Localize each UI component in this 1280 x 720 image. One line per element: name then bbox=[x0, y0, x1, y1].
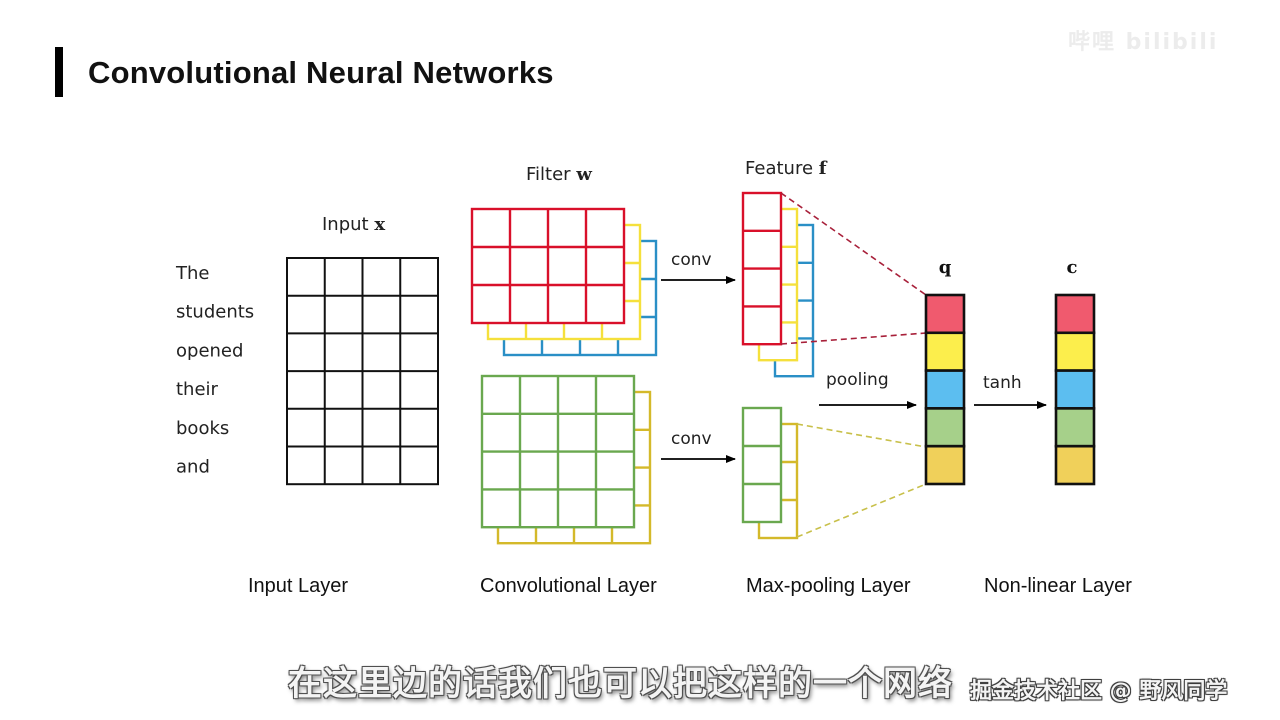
feature-layer-red bbox=[741, 191, 783, 346]
input-word: opened bbox=[176, 340, 243, 361]
input-words: The students opened their books and bbox=[175, 263, 254, 478]
c-cell-red bbox=[1054, 293, 1096, 335]
q-vector bbox=[924, 293, 966, 486]
input-word: books bbox=[176, 418, 229, 439]
conv-label-top: conv bbox=[671, 250, 712, 270]
q-cell-green bbox=[924, 407, 966, 448]
credit-watermark: 掘金技术社区 @ 野风同学 bbox=[970, 679, 1228, 704]
c-cell-blue bbox=[1054, 369, 1096, 410]
input-matrix bbox=[286, 257, 439, 486]
q-cell-red bbox=[924, 293, 966, 335]
c-cell-green bbox=[1054, 407, 1096, 448]
slide-title: Convolutional Neural Networks bbox=[88, 55, 554, 90]
input-label: Input x bbox=[322, 214, 385, 235]
pooling-label: pooling bbox=[826, 370, 889, 390]
c-cell-gold bbox=[1054, 444, 1096, 486]
filter-layer-red bbox=[470, 207, 626, 325]
filter-layer-green bbox=[480, 374, 636, 529]
q-cell-gold bbox=[924, 444, 966, 486]
feature-layer-green-frame bbox=[741, 406, 783, 524]
feature-stack-bottom bbox=[741, 406, 799, 540]
c-cell-yellow bbox=[1054, 331, 1096, 372]
title-accent-bar bbox=[55, 47, 63, 97]
projection-line-red-bottom bbox=[780, 332, 927, 345]
feature-label: Feature f bbox=[745, 158, 828, 179]
c-label: c bbox=[1067, 257, 1078, 278]
projection-line-yellow-bottom bbox=[796, 483, 927, 538]
input-word: The bbox=[175, 263, 209, 284]
q-label: q bbox=[939, 257, 952, 278]
layer-label-input: Input Layer bbox=[248, 575, 348, 597]
bilibili-watermark: 哔哩 bilibili bbox=[1068, 30, 1219, 55]
filter-label: Filter w bbox=[526, 164, 592, 185]
video-subtitle: 在这里边的话我们也可以把这样的一个网络 bbox=[288, 664, 953, 704]
layer-label-max-pooling: Max-pooling Layer bbox=[746, 575, 911, 597]
tanh-label: tanh bbox=[983, 373, 1022, 393]
layer-label-non-linear: Non-linear Layer bbox=[984, 575, 1132, 597]
q-cell-yellow bbox=[924, 331, 966, 372]
input-cell-grid bbox=[286, 257, 439, 486]
feature-layer-green bbox=[741, 406, 783, 524]
projection-line-yellow-top bbox=[796, 423, 927, 448]
input-word: their bbox=[176, 379, 219, 400]
q-cell-blue bbox=[924, 369, 966, 410]
c-vector bbox=[1054, 293, 1096, 486]
input-word: students bbox=[176, 302, 254, 323]
input-word: and bbox=[176, 457, 210, 478]
filter-stack-top bbox=[470, 207, 658, 357]
filter-stack-bottom bbox=[480, 374, 652, 545]
feature-stack-top bbox=[741, 191, 815, 378]
conv-label-bottom: conv bbox=[671, 429, 712, 449]
layer-label-convolutional: Convolutional Layer bbox=[480, 575, 657, 597]
